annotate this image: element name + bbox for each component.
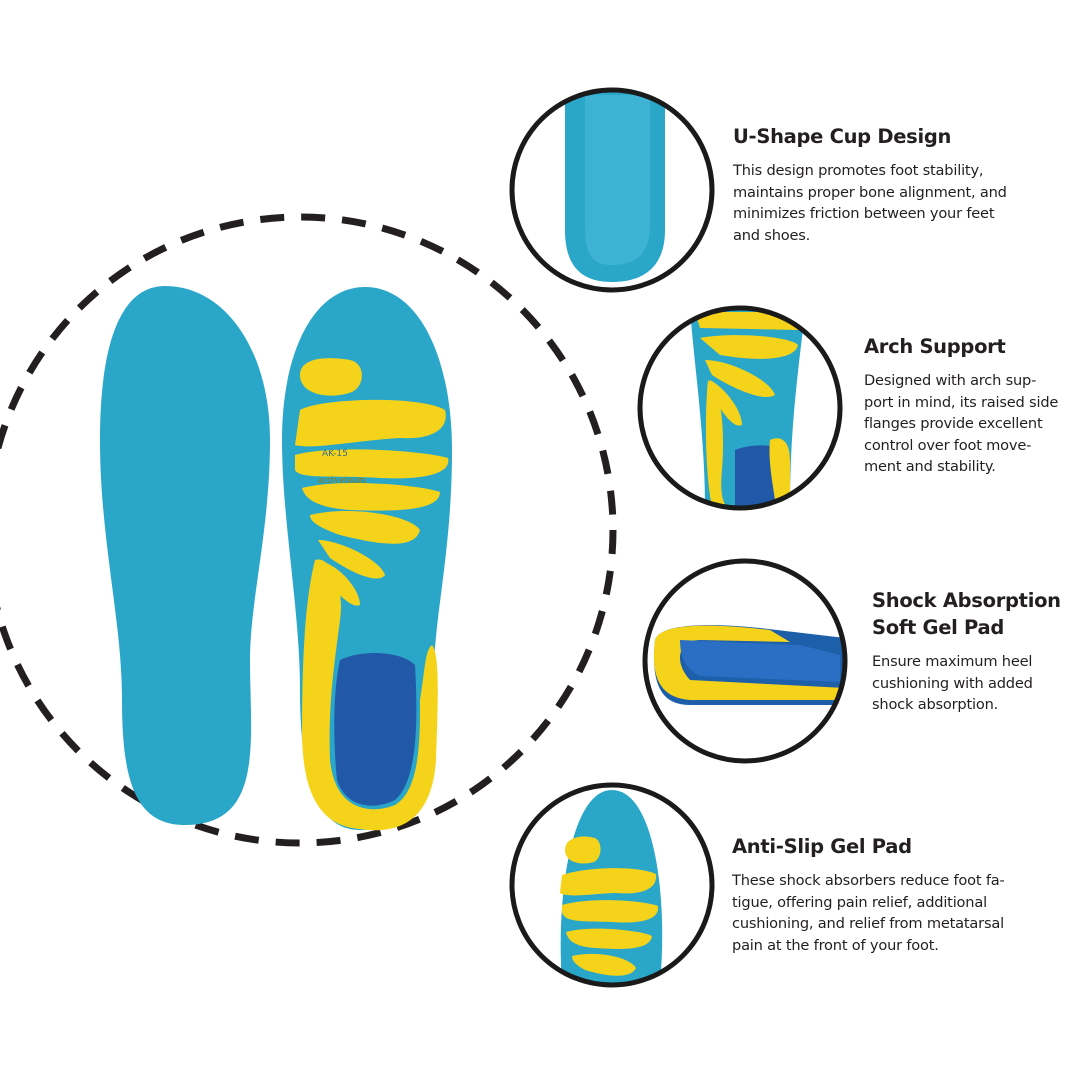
description-line: ment and stability. — [864, 458, 996, 475]
description-line: Ensure maximum heel — [872, 653, 1033, 670]
description-line: tigue, offering pain relief, additional — [732, 893, 987, 911]
description-line: shock absorption. — [872, 696, 999, 713]
description-line: and shoes. — [733, 226, 811, 244]
feature-anti-slip: Anti-Slip Gel Pad These shock absorbers … — [732, 833, 1005, 956]
description-line: cushioning, and relief from metatarsal — [732, 915, 1004, 932]
detail-circle-heel-gel — [642, 558, 848, 764]
feature-u-shape-cup: U-Shape Cup Design This design promotes … — [733, 123, 1007, 246]
feature-description: These shock absorbers reduce foot fa- ti… — [732, 870, 1005, 956]
description-line: minimizes friction between your feet — [733, 205, 995, 222]
description-line: port in mind, its raised side — [864, 393, 1059, 411]
description-line: These shock absorbers reduce foot fa- — [732, 872, 1005, 889]
brand-label: activeteam — [318, 474, 366, 486]
description-line: pain at the front of your foot. — [732, 936, 939, 954]
feature-description: This design promotes foot stability, mai… — [733, 160, 1007, 246]
description-line: Designed with arch sup- — [864, 372, 1037, 389]
feature-title: Arch Support — [864, 333, 1058, 360]
insole-gel-view: AK-15 activeteam — [282, 287, 452, 831]
detail-circle-arch-support — [637, 305, 843, 511]
title-line: Anti-Slip Gel Pad — [732, 835, 912, 858]
detail-circle-heel-cup — [509, 87, 715, 293]
description-line: control over foot move- — [864, 436, 1032, 454]
model-label: AK-15 — [322, 449, 348, 459]
feature-shock-absorption: Shock Absorption Soft Gel Pad Ensure max… — [872, 587, 1061, 716]
feature-title: Shock Absorption Soft Gel Pad — [872, 587, 1061, 641]
insole-top-view — [100, 286, 270, 825]
title-line: Soft Gel Pad — [872, 616, 1005, 639]
title-line: U-Shape Cup Design — [733, 125, 952, 148]
title-line: Shock Absorption — [872, 589, 1061, 612]
feature-arch-support: Arch Support Designed with arch sup- por… — [864, 333, 1058, 478]
feature-description: Designed with arch sup- port in mind, it… — [864, 370, 1058, 478]
description-line: flanges provide excellent — [864, 415, 1043, 432]
dashed-highlight-circle — [0, 213, 617, 847]
feature-title: U-Shape Cup Design — [733, 123, 1007, 150]
description-line: cushioning with added — [872, 674, 1033, 692]
feature-description: Ensure maximum heel cushioning with adde… — [872, 651, 1061, 716]
description-line: This design promotes foot stability, — [733, 162, 984, 179]
title-line: Arch Support — [864, 335, 1006, 358]
feature-title: Anti-Slip Gel Pad — [732, 833, 1005, 860]
description-line: maintains proper bone alignment, and — [733, 183, 1007, 201]
detail-circle-forefoot-gel — [509, 782, 715, 988]
